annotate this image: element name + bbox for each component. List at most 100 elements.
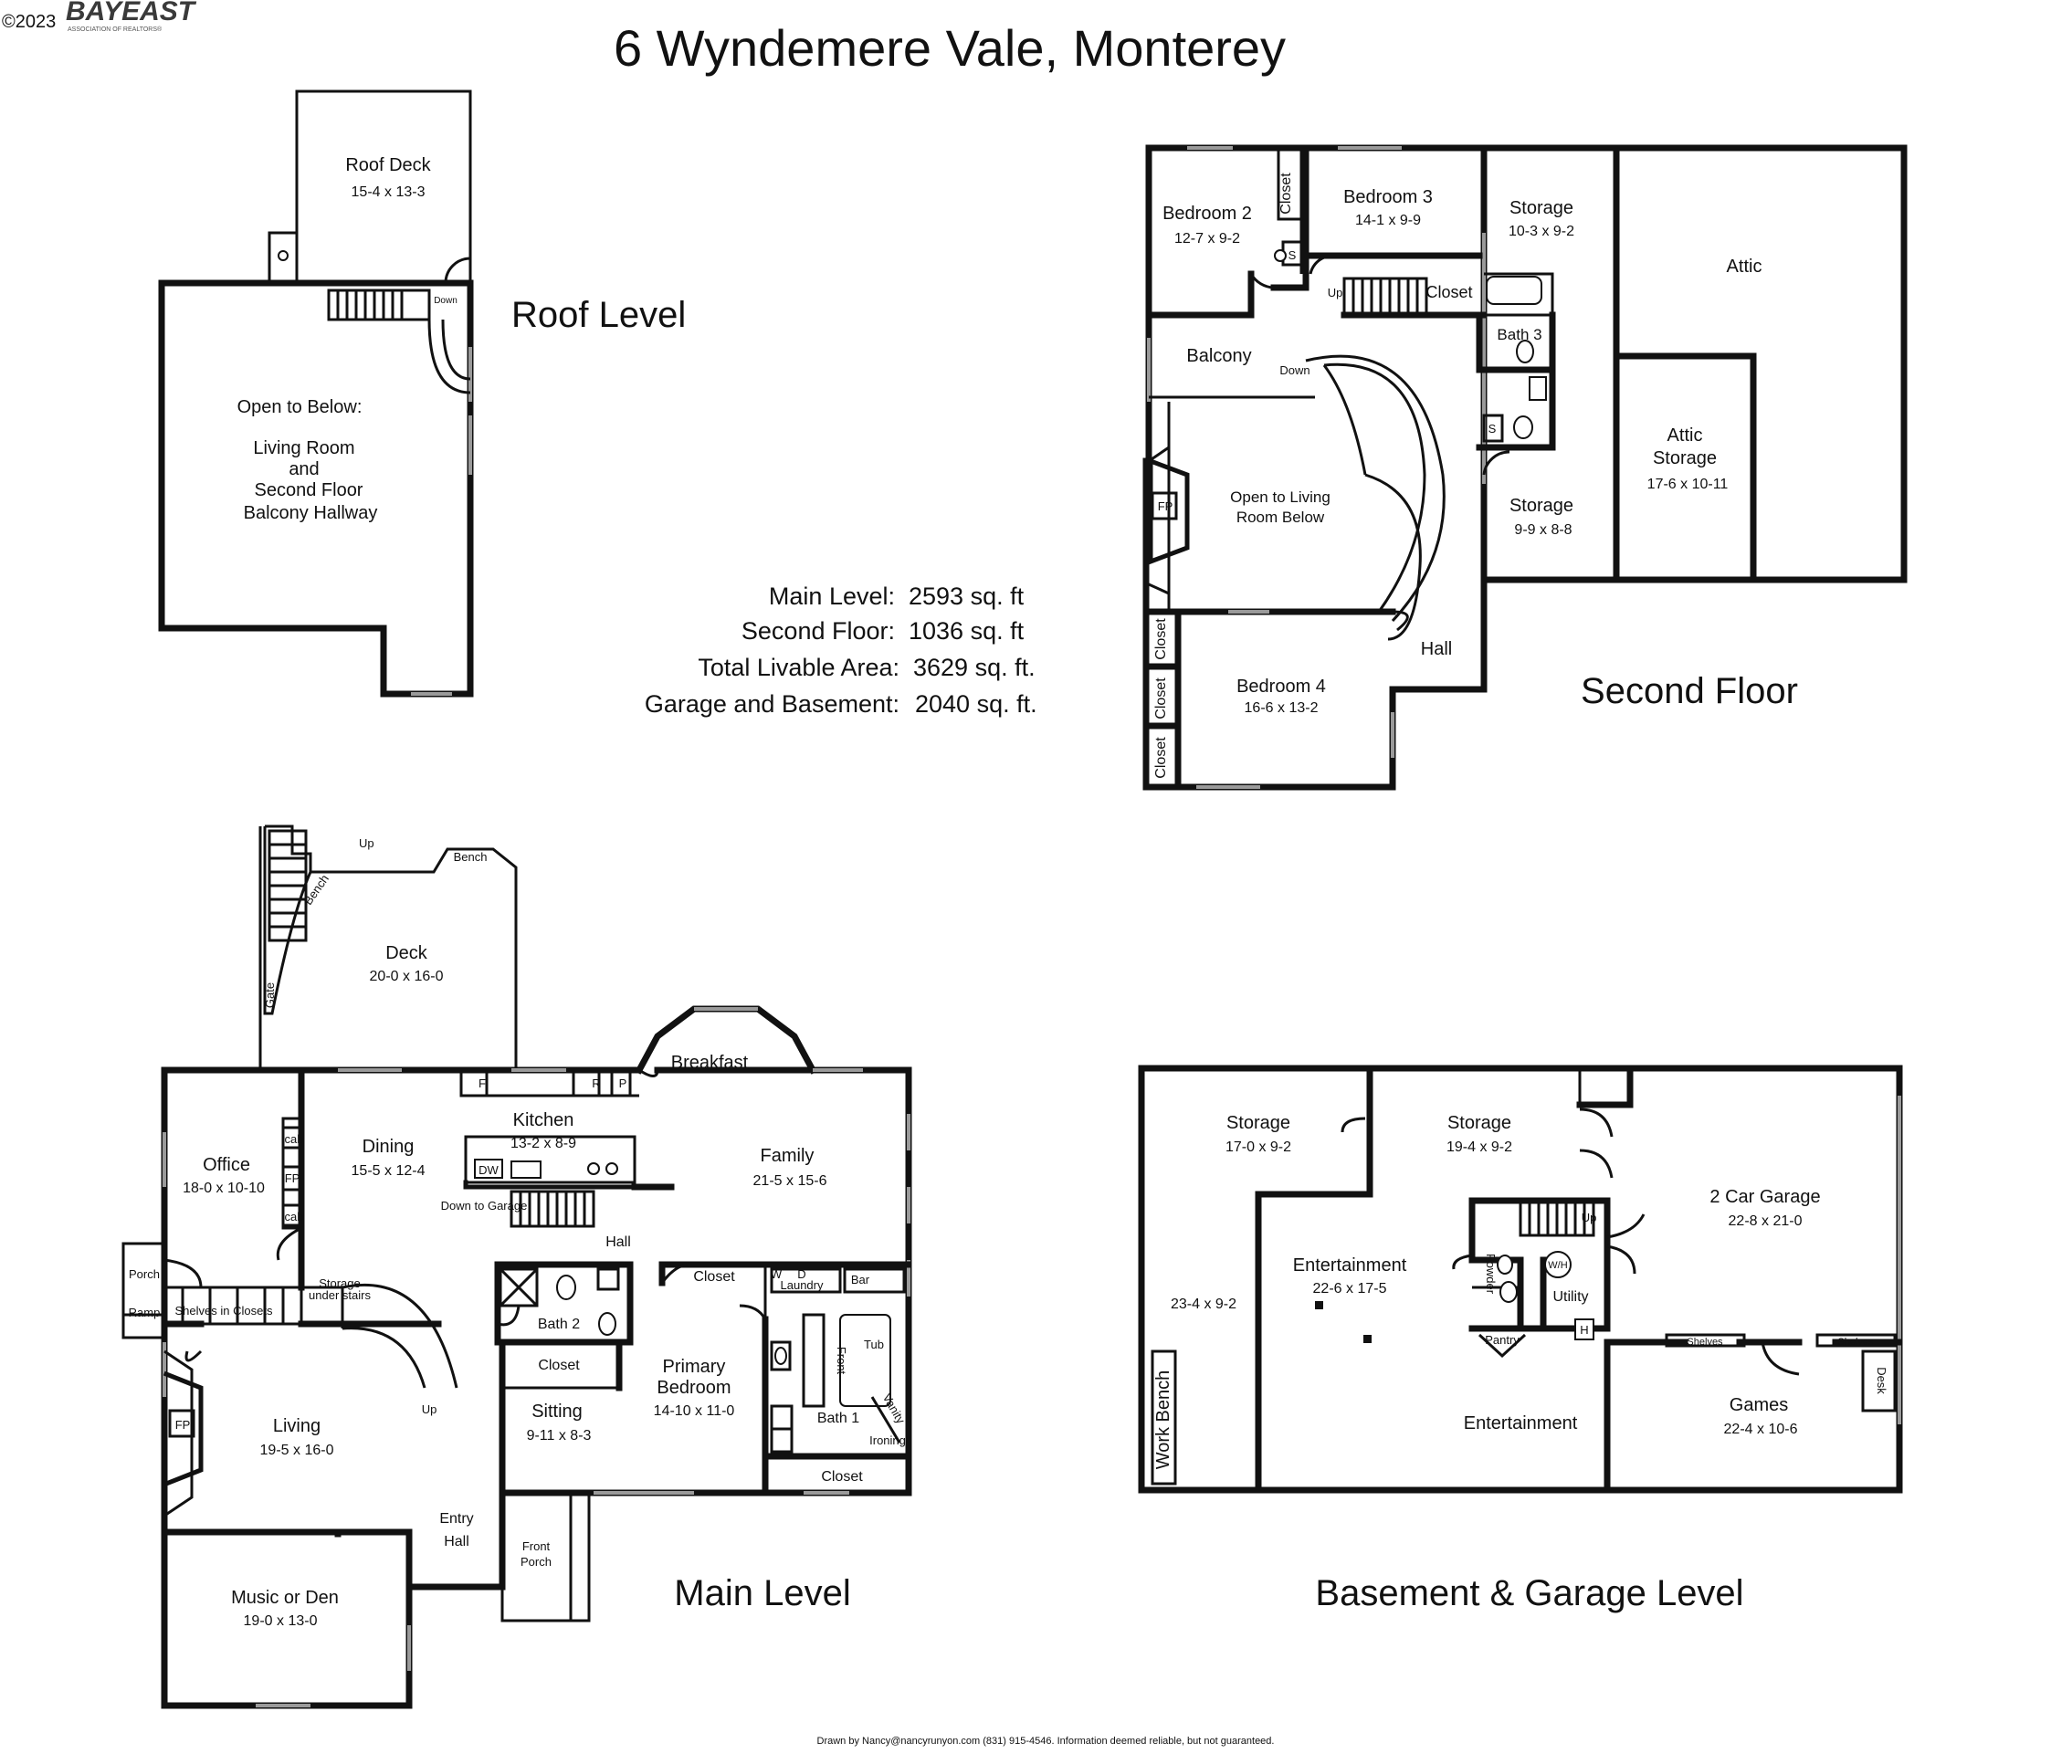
entertainment1-label: Entertainment: [1293, 1255, 1407, 1276]
fridge-label: F: [479, 1076, 486, 1090]
main-deck-up-label: Up: [359, 836, 374, 850]
open-below-line3: and: [289, 459, 319, 479]
bath3-toilet: [1513, 415, 1533, 439]
roof-open-below-wall: [158, 279, 474, 698]
cab1-label: cab: [285, 1132, 304, 1146]
basement-level-title: Basement & Garage Level: [1315, 1573, 1743, 1613]
office-dim: 18-0 x 10-10: [183, 1181, 265, 1196]
cab2-label: cab: [285, 1210, 304, 1223]
deck-dim: 20-0 x 16-0: [370, 969, 444, 984]
deck-label: Deck: [385, 943, 428, 963]
dining-label: Dining: [363, 1137, 415, 1157]
credit-text: Drawn by Nancy@nancyrunyon.com (831) 915…: [817, 1736, 1275, 1747]
bedroom4-label: Bedroom 4: [1236, 677, 1326, 697]
main-curved-stairs: [342, 1283, 458, 1389]
main-level-plan: Up Bench Bench Deck 20-0 x 16-0 Gate Bre…: [121, 824, 912, 1709]
entry-line1: Entry: [439, 1511, 473, 1527]
office-fp-label: FP: [285, 1171, 300, 1185]
utility-label: Utility: [1552, 1289, 1588, 1305]
copyright-text: ©2023: [2, 12, 56, 32]
vent-icon: [278, 250, 289, 261]
area-second-label: Second Floor:: [742, 617, 895, 645]
sitting-label: Sitting: [531, 1402, 583, 1422]
bsmt-storage2-dim: 19-4 x 9-2: [1446, 1139, 1512, 1155]
water-heater-label: W/H: [1548, 1260, 1567, 1271]
garage-dim: 22-8 x 21-0: [1729, 1213, 1803, 1229]
roof-stairs: [327, 289, 471, 394]
bsmt-storage1-label: Storage: [1226, 1113, 1290, 1133]
curved-staircase: [1305, 354, 1446, 623]
area-garage-label: Garage and Basement:: [645, 690, 899, 718]
second-up-label: Up: [1328, 286, 1343, 299]
breakfast-label: Breakfast: [671, 1053, 749, 1073]
open-living-line1: Open to Living: [1230, 488, 1330, 506]
bsmt-up-label: Up: [1582, 1211, 1597, 1224]
bedroom3-label: Bedroom 3: [1343, 187, 1433, 207]
second-down-label: Down: [1279, 363, 1309, 377]
hvac-label: H: [1580, 1323, 1588, 1337]
front-porch-line1: Front: [522, 1539, 551, 1553]
bath2-label: Bath 2: [538, 1317, 580, 1332]
main-level-title: Main Level: [674, 1573, 850, 1613]
open-below-line2: Living Room: [253, 438, 354, 458]
attic-storage-label1: Attic: [1667, 425, 1703, 446]
basement-stairs: [1519, 1199, 1595, 1237]
gate-label: Gate: [263, 982, 277, 1008]
area-main-label: Main Level:: [769, 583, 895, 610]
second-floor-plan: Bedroom 2 12-7 x 9-2 Closet Bedroom 3 14…: [1142, 144, 1908, 791]
dishwasher-label: DW: [479, 1163, 499, 1177]
bayeast-logo: BAYEAST ASSOCIATION OF REALTORS®: [66, 0, 197, 33]
hvac-icon: [1574, 1318, 1594, 1340]
living-fp-label: FP: [175, 1418, 191, 1432]
bsmt-side-dim: 23-4 x 9-2: [1171, 1297, 1236, 1312]
bath3-sink: [1516, 340, 1534, 363]
attic-storage-dim: 17-6 x 10-11: [1647, 477, 1729, 492]
family-label: Family: [761, 1146, 815, 1166]
main-up2-label: Up: [422, 1402, 437, 1416]
primary-tub: [839, 1314, 891, 1407]
porch-label: Porch: [129, 1267, 160, 1281]
games-dim: 22-4 x 10-6: [1724, 1422, 1798, 1437]
kitchen-island: [464, 1135, 636, 1184]
main-bench2-label: Bench: [454, 850, 488, 864]
second-fp-label: FP: [1158, 499, 1173, 513]
second-closet-1: Closet: [1153, 618, 1169, 660]
primary-label2: Bedroom: [657, 1378, 731, 1398]
area-summary: Main Level: 2593 sq. ft Second Floor: 10…: [645, 583, 1037, 718]
bsmt-storage2-label: Storage: [1447, 1113, 1511, 1133]
tub-label: Tub: [864, 1338, 884, 1351]
deck-stairs: [268, 829, 308, 942]
bsmt-pantry-label: Pantry: [1485, 1333, 1520, 1347]
pantry-p-label: P: [619, 1076, 627, 1090]
bath3-tub: [1486, 276, 1542, 305]
primary-dim: 14-10 x 11-0: [654, 1403, 735, 1419]
roof-level-title: Roof Level: [511, 295, 686, 335]
area-main-value: 2593 sq. ft: [909, 583, 1025, 610]
second-storage2-dim: 9-9 x 8-8: [1514, 522, 1572, 538]
attic-label: Attic: [1727, 257, 1762, 277]
area-total-label: Total Livable Area:: [698, 654, 899, 681]
area-second-value: 1036 sq. ft: [909, 617, 1025, 645]
bedroom2-label: Bedroom 2: [1162, 204, 1252, 224]
front-label: Front: [835, 1347, 848, 1375]
second-closet-b: Closet: [1425, 283, 1472, 301]
storage-stairs-line1: Storage: [319, 1276, 361, 1290]
logo-subtext: ASSOCIATION OF REALTORS®: [68, 26, 163, 33]
entertainment1-dim: 22-6 x 17-5: [1313, 1281, 1387, 1297]
attic-storage-label2: Storage: [1653, 448, 1717, 468]
second-closet-3: Closet: [1153, 737, 1169, 779]
washer-label: W: [771, 1267, 783, 1281]
main-closet3-label: Closet: [821, 1469, 863, 1485]
second-closet-2: Closet: [1153, 677, 1169, 719]
sitting-dim: 9-11 x 8-3: [527, 1428, 592, 1444]
work-bench-label: Work Bench: [1153, 1370, 1173, 1470]
basement-plan: Storage 17-0 x 9-2 Storage 19-4 x 9-2 2 …: [1138, 1065, 1903, 1494]
open-below-line4: Second Floor: [255, 480, 363, 500]
second-s1-label: S: [1288, 248, 1297, 262]
roof-level-plan: Roof Deck 15-4 x 13-3 Down Open to Below…: [158, 89, 474, 698]
second-s2-label: S: [1488, 422, 1497, 436]
open-living-line2: Room Below: [1236, 509, 1325, 526]
ramp-label: Ramp: [129, 1306, 161, 1319]
music-den-label: Music or Den: [231, 1588, 339, 1608]
